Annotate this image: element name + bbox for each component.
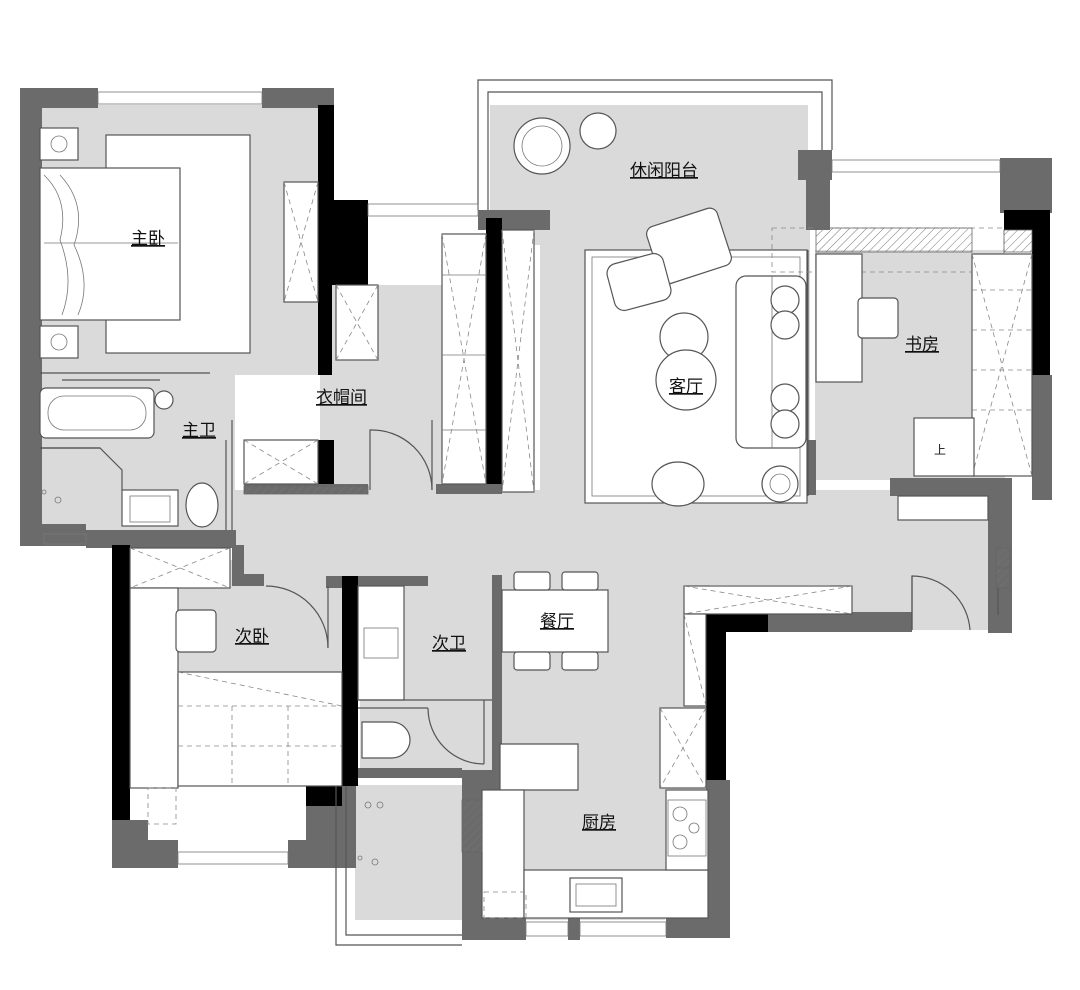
window — [579, 921, 667, 937]
window — [831, 159, 1001, 173]
wall — [890, 478, 1012, 496]
master-bedroom-furniture — [39, 127, 319, 359]
desk — [129, 587, 179, 789]
wall — [318, 440, 334, 485]
label-master-bath: 主卫 — [182, 421, 216, 441]
label-master-bedroom: 主卧 — [131, 229, 165, 249]
label-dining: 餐厅 — [540, 612, 574, 632]
staircase — [971, 253, 1033, 477]
wall — [358, 768, 462, 778]
desk — [815, 253, 863, 383]
wall — [436, 484, 502, 494]
desk-chair — [175, 609, 217, 653]
label-kitchen: 厨房 — [582, 813, 616, 833]
cabinet — [335, 284, 379, 361]
wall — [318, 105, 334, 285]
wall — [314, 88, 334, 108]
bed-platform — [177, 671, 343, 787]
chair — [513, 651, 551, 671]
second-bedroom-furniture — [129, 547, 343, 825]
chair — [561, 651, 599, 671]
coffee-table — [655, 349, 717, 411]
wall — [706, 612, 726, 787]
room-labels: 主卧 主卫 衣帽间 休闲阳台 客厅 书房 次卧 次卫 餐厅 厨房 上 — [131, 161, 946, 833]
pouf — [651, 461, 705, 507]
toilet — [361, 721, 411, 759]
wall — [1032, 210, 1050, 380]
wall — [128, 820, 148, 840]
wall — [86, 530, 236, 548]
label-balcony: 休闲阳台 — [630, 161, 698, 181]
bed-mattress — [39, 167, 181, 321]
dining-table — [501, 589, 609, 653]
wall — [492, 575, 502, 775]
walls — [20, 88, 1052, 940]
armchair — [606, 252, 672, 312]
cabinet — [129, 547, 231, 589]
stair-landing — [913, 417, 975, 477]
chair — [561, 571, 599, 591]
window — [525, 921, 569, 937]
wall — [1032, 375, 1052, 500]
stove — [667, 799, 707, 857]
windows — [43, 91, 1001, 946]
window — [367, 203, 479, 217]
kitchen-counter — [499, 743, 579, 791]
label-study: 书房 — [905, 335, 939, 355]
wall — [112, 820, 130, 868]
vanity — [357, 585, 405, 701]
window — [177, 851, 289, 865]
study-chair — [857, 297, 899, 339]
wall — [334, 200, 368, 285]
closet-fixtures — [243, 229, 535, 495]
window — [43, 533, 87, 545]
toilet — [185, 482, 219, 528]
wall — [568, 918, 580, 940]
balcony-railing — [477, 79, 833, 210]
kitchen-fixtures — [461, 547, 1011, 919]
wall — [806, 440, 816, 495]
label-second-bedroom: 次卧 — [235, 627, 269, 647]
wall — [112, 545, 130, 825]
wall — [306, 786, 342, 806]
side-table — [579, 112, 617, 150]
wall — [806, 150, 830, 230]
cabinet — [243, 439, 319, 485]
wall — [486, 218, 502, 490]
cabinet — [897, 495, 989, 521]
study-furniture — [771, 227, 1033, 521]
wall — [326, 576, 342, 588]
wall — [42, 524, 86, 546]
living-room-furniture — [584, 207, 809, 507]
chair — [513, 571, 551, 591]
balcony-furniture — [513, 112, 617, 175]
counter — [481, 789, 525, 919]
floor-entry — [830, 500, 990, 630]
counter — [665, 789, 709, 871]
wall — [20, 88, 42, 546]
wall — [342, 576, 358, 786]
side-table — [761, 465, 799, 503]
nightstand — [39, 127, 79, 161]
wall — [288, 840, 336, 868]
wall — [768, 612, 912, 632]
second-bath-fixtures — [357, 585, 492, 866]
dining-furniture — [501, 571, 609, 671]
window — [97, 91, 263, 105]
wall — [232, 574, 264, 586]
stair-up-marker: 上 — [934, 443, 946, 457]
wall — [1000, 158, 1052, 213]
wall — [342, 576, 428, 586]
label-living-room: 客厅 — [669, 377, 703, 397]
nightstand — [39, 325, 79, 359]
master-bath-fixtures — [39, 372, 233, 530]
label-walk-in-closet: 衣帽间 — [316, 388, 367, 408]
kitchen-sink — [569, 877, 623, 913]
bathtub — [39, 387, 155, 439]
wall — [318, 285, 332, 375]
label-second-bath: 次卫 — [432, 634, 466, 654]
floor-laundry — [355, 785, 465, 920]
